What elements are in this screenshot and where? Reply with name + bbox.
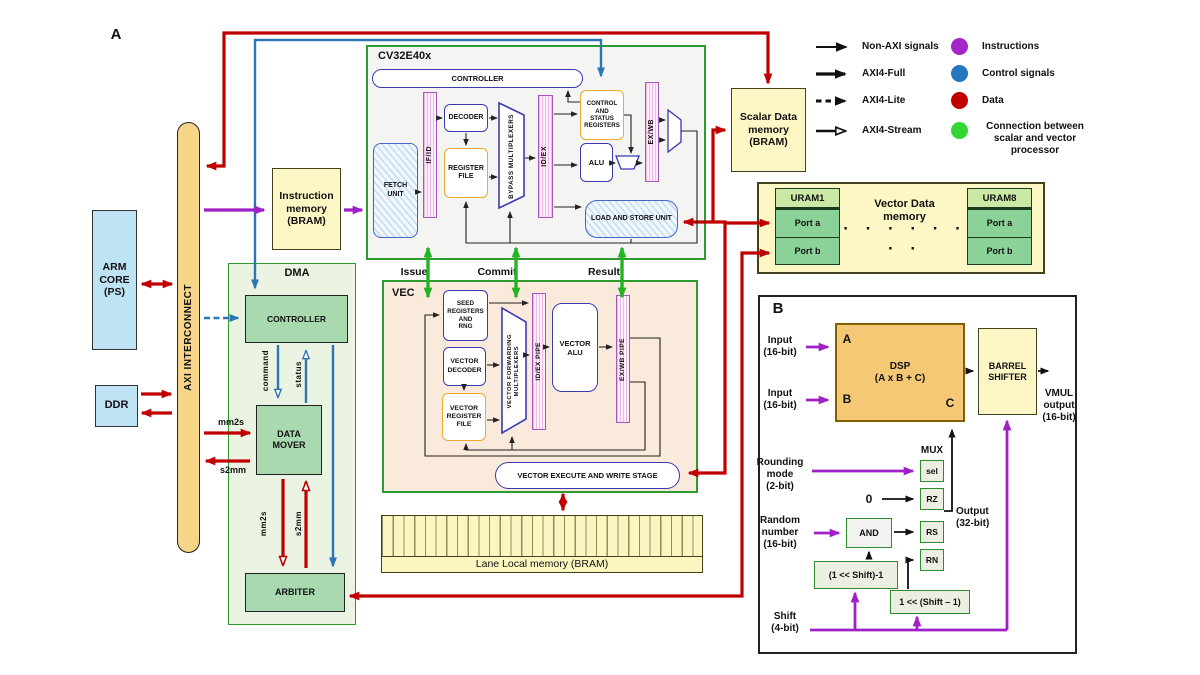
uram8-header: URAM8	[968, 189, 1031, 209]
cv32-controller-pill: CONTROLLER	[372, 69, 583, 88]
commit-label: Commit	[477, 266, 517, 279]
s2mm-up-label: s2mm	[293, 511, 303, 537]
vector-execute-pill: VECTOR EXECUTE AND WRITE STAGE	[495, 462, 680, 489]
mm2s-down-label: mm2s	[258, 511, 268, 537]
input-a-label: Input (16-bit)	[763, 335, 797, 358]
vec-title: VEC	[392, 287, 415, 300]
vec-id-ex-pipe: ID/EX PIPE	[532, 293, 546, 430]
instruction-memory-block: Instruction memory (BRAM)	[272, 168, 341, 250]
bypass-mux-label: BYPASS MULTIPLEXERS	[507, 113, 515, 199]
uram1-port-a: Port a	[776, 209, 839, 237]
vector-alu-block: VECTOR ALU	[552, 303, 598, 392]
csr-block: CONTROL AND STATUS REGISTERS	[580, 90, 624, 140]
control-dot-icon	[951, 65, 968, 82]
vector-register-file-block: VECTOR REGISTER FILE	[442, 393, 486, 441]
rounding-mode-label: Rounding mode (2-bit)	[756, 456, 804, 492]
barrel-shifter-block: BARREL SHIFTER	[978, 328, 1037, 415]
legend-axi4lite-label: AXI4-Lite	[862, 95, 906, 106]
dsp-b-port: B	[842, 391, 852, 406]
issue-label: Issue	[400, 266, 428, 279]
and-gate-block: AND	[846, 518, 892, 548]
seed-registers-block: SEED REGISTERS AND RNG	[443, 290, 488, 341]
legend-data-label: Data	[982, 95, 1004, 106]
decoder-block: DECODER	[444, 104, 488, 132]
dsp-a-port: A	[842, 331, 852, 346]
legend-nonaxi-label: Non-AXI signals	[862, 41, 939, 52]
uram1-column: URAM1 Port a Port b	[775, 188, 840, 265]
section-b-label: B	[772, 300, 784, 317]
scalar-memory-block: Scalar Data memory (BRAM)	[731, 88, 806, 172]
fetch-unit-block: FETCH UNIT	[373, 143, 418, 238]
uram8-port-b: Port b	[968, 236, 1031, 264]
zero-constant-label: 0	[865, 491, 873, 506]
alu-block: ALU	[580, 143, 613, 182]
result-label: Result	[587, 266, 621, 279]
data-mover-block: DATA MOVER	[256, 405, 322, 475]
if-id-pipe: IF/ID	[423, 92, 437, 218]
mux-rs-cell: RS	[920, 521, 944, 543]
mux-rn-cell: RN	[920, 549, 944, 571]
load-store-unit-block: LOAD AND STORE UNIT	[585, 200, 678, 238]
dsp-block: DSP (A x B + C)	[835, 323, 965, 422]
vmul-output-label: VMUL output (16-bit)	[1042, 388, 1076, 423]
arm-core-block: ARM CORE (PS)	[92, 210, 137, 350]
legend-instructions-label: Instructions	[982, 41, 1040, 52]
id-ex-pipe: ID/EX	[538, 95, 553, 218]
vector-memory-dots: · · · · · · · ·	[843, 218, 967, 258]
lane-memory-label: Lane Local memory (BRAM)	[381, 556, 703, 573]
shift-expr2-block: 1 << (Shift – 1)	[890, 590, 970, 614]
mm2s-in-label: mm2s	[217, 417, 244, 428]
ex-wb-pipe: EX/WB	[645, 82, 659, 182]
uram1-port-b: Port b	[776, 236, 839, 264]
dma-controller-block: CONTROLLER	[245, 295, 348, 343]
vector-memory-title: Vector Data memory	[874, 197, 935, 223]
axi-interconnect-label: AXI INTERCONNECT	[182, 284, 194, 391]
output-32bit-label: Output (32-bit)	[956, 506, 990, 529]
ddr-block: DDR	[95, 385, 138, 427]
cv32-title: CV32E40x	[378, 50, 432, 63]
mux-title: MUX	[920, 444, 944, 456]
random-number-label: Random number (16-bit)	[760, 514, 800, 550]
uram8-column: URAM8 Port a Port b	[967, 188, 1032, 265]
vec-ex-wb-pipe: EX/WB PIPE	[616, 295, 630, 423]
legend-axi4stream-label: AXI4-Stream	[862, 125, 922, 136]
arbiter-block: ARBITER	[245, 573, 345, 612]
data-dot-icon	[951, 92, 968, 109]
mux-sel-cell: sel	[920, 460, 944, 482]
legend-arrow-samples	[816, 42, 848, 131]
legend-connection-label: Connection between scalar and vector pro…	[986, 121, 1084, 156]
input-b-label: Input (16-bit)	[763, 388, 797, 411]
shift-input-label: Shift (4-bit)	[771, 611, 799, 634]
vector-decoder-block: VECTOR DECODER	[443, 347, 486, 386]
lane-memory-stripes	[381, 515, 703, 557]
axi-interconnect-bar: AXI INTERCONNECT	[177, 122, 200, 553]
command-signal-label: command	[260, 350, 270, 392]
mux-rz-cell: RZ	[920, 488, 944, 510]
dma-title: DMA	[284, 266, 310, 279]
shift-expr1-block: (1 << Shift)-1	[814, 561, 898, 589]
section-a-label: A	[110, 26, 122, 43]
dsp-c-port: C	[945, 395, 955, 410]
status-signal-label: status	[293, 360, 303, 388]
instructions-dot-icon	[951, 38, 968, 55]
uram8-port-a: Port a	[968, 209, 1031, 237]
uram1-header: URAM1	[776, 189, 839, 209]
legend-axi4full-label: AXI4-Full	[862, 68, 906, 79]
connection-dot-icon	[951, 122, 968, 139]
legend-control-label: Control signals	[982, 68, 1055, 79]
register-file-block: REGISTER FILE	[444, 148, 488, 198]
vector-forwarding-mux-label: VECTOR FORWARDING MULTIPLEXERS	[507, 333, 520, 409]
s2mm-out-label: s2mm	[219, 465, 246, 476]
